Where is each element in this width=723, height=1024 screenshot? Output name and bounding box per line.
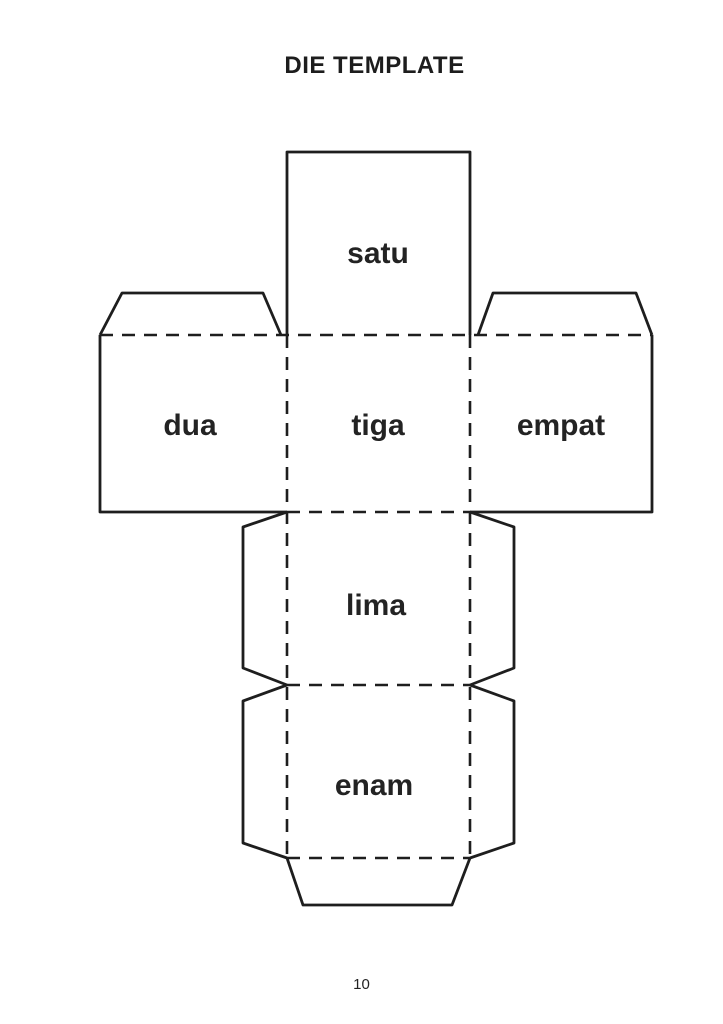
glue-tab-right-of-enam bbox=[469, 683, 516, 860]
face-label-empat: empat bbox=[517, 409, 605, 442]
face-label-enam: enam bbox=[335, 769, 413, 802]
glue-tab-right-of-lima bbox=[469, 510, 516, 687]
face-label-tiga: tiga bbox=[351, 409, 405, 442]
face-dua-cut-outline bbox=[98, 335, 287, 514]
glue-tab-left-of-enam bbox=[241, 683, 288, 860]
face-label-satu: satu bbox=[347, 237, 409, 270]
face-satu-cut-outline bbox=[285, 150, 472, 335]
face-empat-cut-outline bbox=[470, 335, 654, 514]
face-label-lima: lima bbox=[346, 589, 406, 622]
glue-tab-below-enam bbox=[285, 857, 472, 907]
glue-tab-left-of-lima bbox=[241, 510, 288, 687]
page-title: DIE TEMPLATE bbox=[284, 52, 465, 79]
glue-tab-above-empat bbox=[476, 291, 654, 336]
face-label-dua: dua bbox=[163, 409, 217, 442]
glue-tab-above-dua bbox=[98, 291, 283, 336]
page-number: 10 bbox=[353, 976, 370, 993]
